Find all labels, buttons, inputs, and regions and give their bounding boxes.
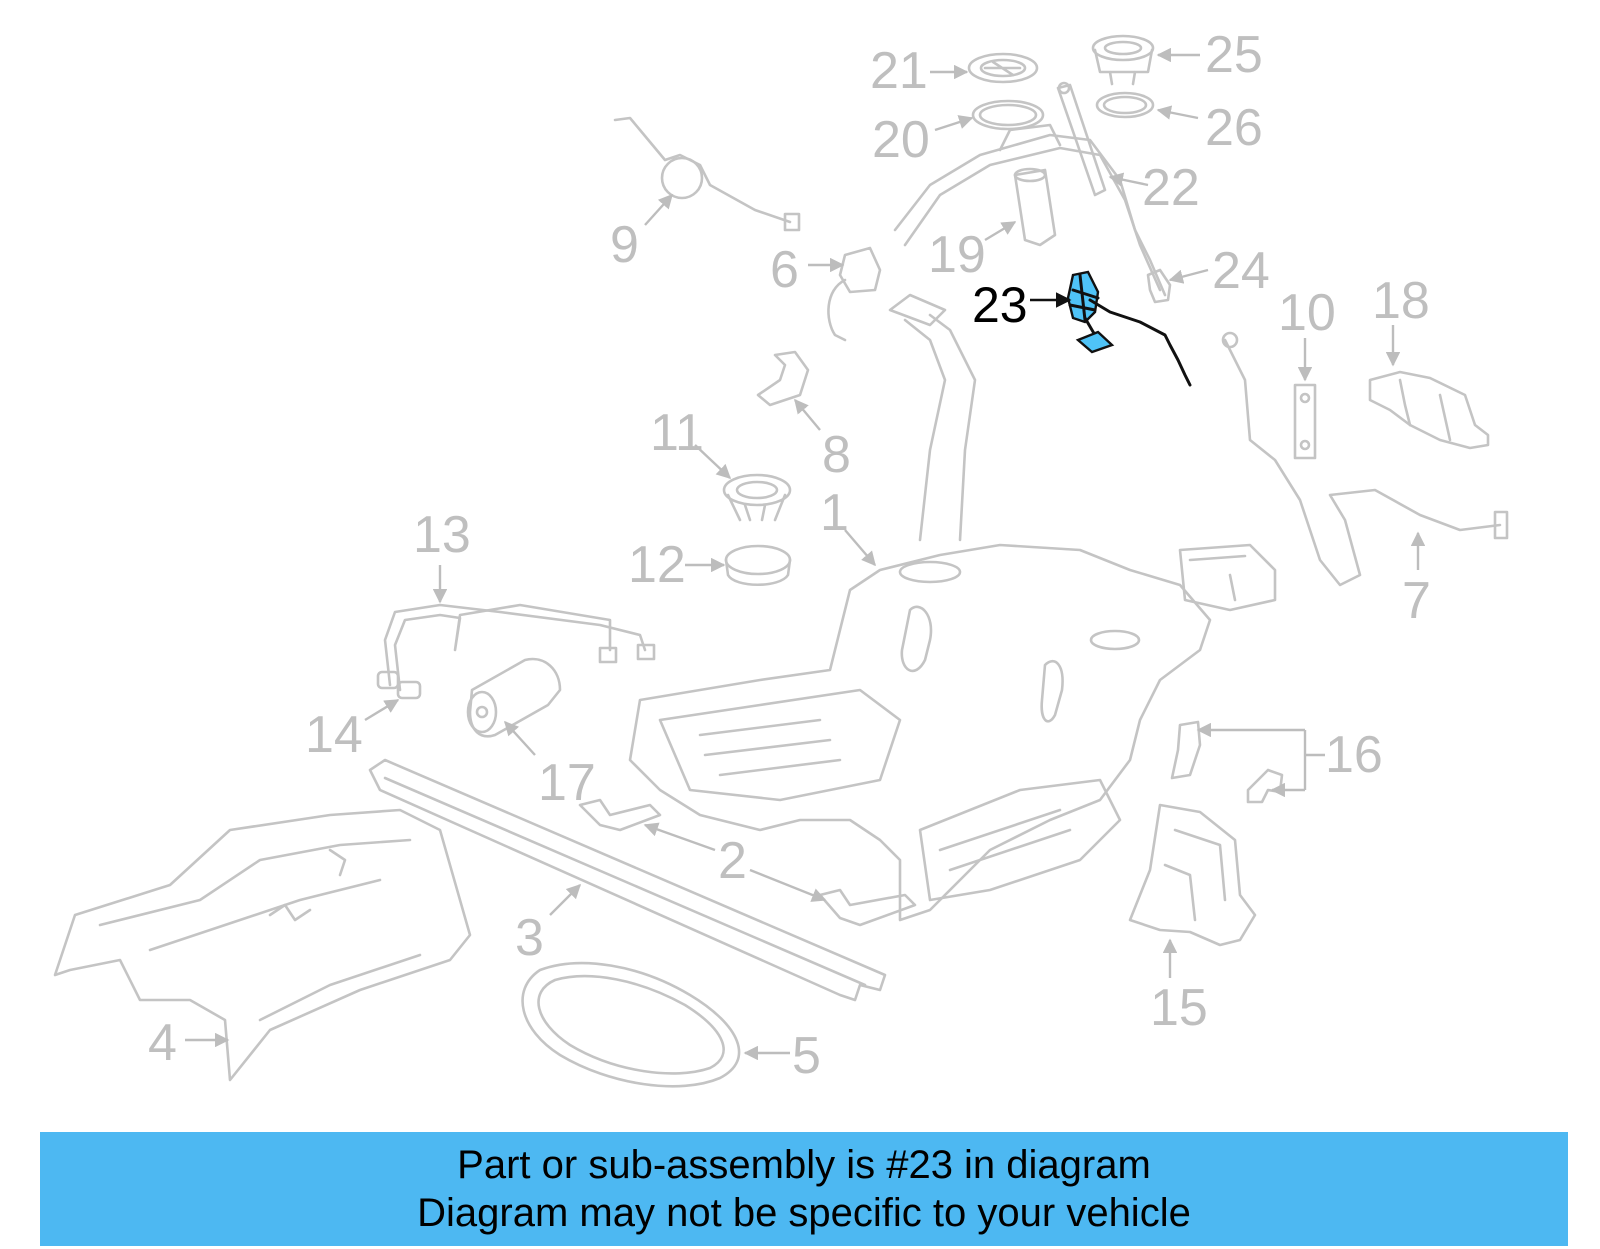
banner-line-part-number: Part or sub-assembly is #23 in diagram <box>457 1143 1151 1187</box>
svg-text:10: 10 <box>1278 284 1336 342</box>
callout-11: 11 <box>650 404 732 479</box>
svg-text:14: 14 <box>305 706 363 764</box>
callout-20: 20 <box>872 111 974 169</box>
part-26-gasket <box>1095 91 1155 119</box>
svg-text:5: 5 <box>792 1027 821 1085</box>
callout-18: 18 <box>1372 272 1430 367</box>
callout-14: 14 <box>305 698 400 764</box>
svg-text:16: 16 <box>1325 726 1383 784</box>
callout-12: 12 <box>628 536 726 594</box>
svg-text:25: 25 <box>1205 26 1263 84</box>
parts-diagram: 1 2 3 4 5 6 <box>53 26 1509 1088</box>
part-24-sender <box>1146 268 1172 304</box>
svg-text:22: 22 <box>1142 159 1200 217</box>
svg-text:13: 13 <box>413 506 471 564</box>
callout-23: 23 <box>972 277 1072 333</box>
part-25-cap <box>1091 34 1155 86</box>
callout-10: 10 <box>1278 284 1336 382</box>
part-18-canister <box>1368 370 1490 450</box>
svg-text:26: 26 <box>1205 99 1263 157</box>
svg-text:9: 9 <box>610 216 639 274</box>
callout-24: 24 <box>1168 242 1270 300</box>
svg-text:17: 17 <box>538 754 596 812</box>
svg-text:21: 21 <box>870 42 928 100</box>
part-2-brackets <box>578 798 917 927</box>
part-8-hose <box>756 350 810 407</box>
part-11-cap <box>722 473 792 522</box>
part-14-connector <box>376 670 422 700</box>
svg-text:15: 15 <box>1150 979 1208 1037</box>
part-4-heat-shield <box>53 808 472 1082</box>
callout-9: 9 <box>610 193 673 274</box>
part-1-fuel-tank <box>628 293 1277 922</box>
callout-13: 13 <box>413 506 471 604</box>
part-16-clips <box>1170 720 1284 804</box>
svg-text:23: 23 <box>972 277 1028 333</box>
part-13-line <box>383 603 656 692</box>
callout-6: 6 <box>770 241 845 299</box>
part-5-cover-plate <box>521 961 741 1088</box>
svg-text:19: 19 <box>928 226 986 284</box>
part-15-shield <box>1128 803 1257 947</box>
callout-3: 3 <box>515 883 582 967</box>
part-10-bracket <box>1293 383 1317 460</box>
part-12-ring <box>724 544 792 586</box>
callout-4: 4 <box>148 1014 230 1072</box>
callout-1: 1 <box>820 484 876 567</box>
callout-2: 2 <box>643 822 827 902</box>
part-7-fuel-line <box>1221 331 1509 587</box>
info-banner: Part or sub-assembly is #23 in diagram D… <box>40 1132 1568 1246</box>
part-21-lock-ring <box>967 52 1039 84</box>
svg-text:20: 20 <box>872 111 930 169</box>
part-6-valve <box>827 246 882 342</box>
callout-7: 7 <box>1402 531 1431 630</box>
svg-text:2: 2 <box>718 832 747 890</box>
svg-text:3: 3 <box>515 909 544 967</box>
part-22-rod <box>1056 81 1107 197</box>
callout-8: 8 <box>794 398 851 484</box>
part-23-highlighted[interactable] <box>1066 270 1192 387</box>
svg-text:6: 6 <box>770 241 799 299</box>
callout-5: 5 <box>743 1027 821 1085</box>
svg-text:4: 4 <box>148 1014 177 1072</box>
callout-26: 26 <box>1156 99 1263 157</box>
callout-17: 17 <box>504 720 596 812</box>
svg-text:1: 1 <box>820 484 849 542</box>
svg-text:12: 12 <box>628 536 686 594</box>
callout-25: 25 <box>1156 26 1263 84</box>
callout-22: 22 <box>1108 159 1200 217</box>
svg-text:11: 11 <box>650 404 704 462</box>
callout-21: 21 <box>870 42 969 100</box>
svg-text:8: 8 <box>822 426 851 484</box>
svg-text:7: 7 <box>1402 572 1431 630</box>
banner-line-disclaimer: Diagram may not be specific to your vehi… <box>417 1191 1191 1235</box>
callout-15: 15 <box>1150 938 1208 1037</box>
svg-text:18: 18 <box>1372 272 1430 330</box>
callout-19: 19 <box>928 220 1017 284</box>
part-17-filter <box>466 657 562 738</box>
part-9-sensor <box>613 116 801 232</box>
svg-text:24: 24 <box>1212 242 1270 300</box>
callout-16: 16 <box>1196 722 1383 798</box>
part-20-seal <box>971 99 1045 131</box>
part-3-strap <box>368 758 887 1002</box>
